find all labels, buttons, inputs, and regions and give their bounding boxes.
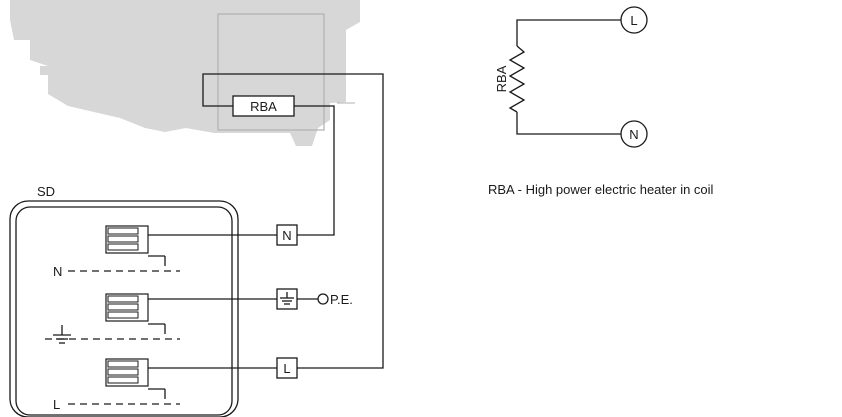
resistor-icon <box>508 45 526 113</box>
sd-box-inner <box>15 206 233 416</box>
pe-label: P.E. <box>330 292 353 307</box>
schematic-wire-bottom <box>516 112 622 135</box>
schematic-resistor-label: RBA <box>494 65 509 92</box>
schematic-node-n <box>620 120 648 148</box>
schematic: RBA L N <box>494 6 648 148</box>
line-connection-label: L <box>283 361 290 376</box>
terminal-block-icon <box>105 225 166 266</box>
schematic-node-n-label: N <box>629 127 638 142</box>
machine-silhouette <box>10 0 360 146</box>
legend-text: RBA - High power electric heater in coil <box>488 182 714 197</box>
schematic-wire-top <box>516 19 622 46</box>
terminal-l-label: L <box>53 397 60 412</box>
ground-icon <box>53 325 71 344</box>
ground-icon <box>280 292 294 305</box>
neutral-connection-box <box>276 224 298 246</box>
terminal-block-icon <box>105 293 166 334</box>
wire-neutral <box>294 105 335 236</box>
schematic-node-l <box>620 6 648 34</box>
wire-line-phase <box>202 73 384 369</box>
terminal-block-icon <box>105 358 166 399</box>
sd-box-outer <box>9 200 239 417</box>
line-connection-box <box>276 357 298 379</box>
machine-panel-outline <box>217 13 325 131</box>
rba-component-label: RBA <box>250 99 277 114</box>
neutral-connection-label: N <box>282 228 291 243</box>
sd-label: SD <box>37 184 55 199</box>
terminal-n-label: N <box>53 264 62 279</box>
schematic-node-l-label: L <box>630 13 637 28</box>
pe-terminal-circle <box>317 293 329 305</box>
